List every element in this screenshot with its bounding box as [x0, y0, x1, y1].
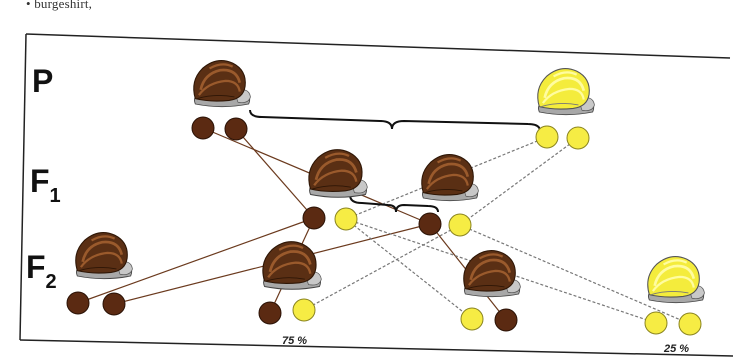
p-dark-allele-2	[224, 117, 248, 141]
frame-bottom-line	[19, 339, 733, 357]
snail-group	[74, 59, 706, 305]
line-f1l-to-f2-1a	[77, 217, 315, 304]
p-dark-snail-snail-dark-icon	[192, 59, 252, 109]
top-caption: • burgeshirt,	[26, 0, 93, 11]
f1-brace-path	[349, 194, 439, 213]
f2-dark-snail-3-snail-dark-icon	[462, 249, 522, 299]
p-light-allele-1	[535, 125, 559, 149]
line-f1r-to-f2-2	[303, 224, 461, 311]
generation-p-label: P	[32, 63, 53, 99]
generation-f1-main: F	[30, 163, 50, 199]
generation-f2-sub: 2	[46, 271, 57, 293]
generation-f2-main: F	[26, 249, 46, 285]
p-light-snail-snail-light-icon	[536, 67, 596, 117]
f1-cross-brace	[349, 194, 439, 213]
f2-3-allele-light	[460, 307, 484, 331]
line-pdark-to-f1left	[235, 128, 315, 219]
frame-left-line	[19, 33, 27, 341]
line-f1l-to-f2-3	[345, 218, 473, 320]
f1-left-snail-snail-dark-icon	[307, 148, 369, 199]
f1-right-allele-light	[448, 213, 472, 237]
f1-right-allele-dark	[418, 212, 442, 236]
f2-4-allele-light-a	[644, 311, 668, 335]
f2-2-allele-light	[292, 298, 316, 322]
generation-f2-label: F2	[26, 249, 57, 293]
line-f1l-to-f2-4a	[345, 218, 657, 324]
f1-left-allele-dark	[302, 206, 326, 230]
frame-top-line	[25, 33, 731, 59]
connection-lines	[77, 127, 691, 325]
f2-dark-snail-2-snail-dark-icon	[261, 240, 323, 291]
line-f1r-to-f2-4b	[459, 224, 691, 325]
generation-f1-sub: 1	[50, 185, 61, 207]
f2-4-allele-light-b	[678, 312, 702, 336]
page-frame	[19, 33, 733, 357]
generation-f1-label: F1	[30, 163, 61, 207]
f1-right-snail-snail-dark-icon	[420, 153, 480, 203]
p-light-allele-2	[566, 126, 590, 150]
allele-group	[66, 116, 702, 336]
f2-dark-snail-1-snail-dark-icon	[74, 231, 134, 281]
parent-cross-brace	[249, 109, 541, 132]
f2-light-snail-snail-light-icon	[646, 255, 706, 305]
percentage-dark-label: 75 %	[282, 335, 307, 347]
f1-left-allele-light	[334, 207, 358, 231]
f2-3-allele-dark	[494, 308, 518, 332]
percentage-light-label: 25 %	[663, 343, 689, 355]
p-brace-path	[249, 109, 541, 132]
f2-1-allele-dark-b	[102, 292, 126, 316]
f2-2-allele-dark	[258, 301, 282, 325]
line-plight-to-f1right	[459, 137, 579, 226]
f2-1-allele-dark-a	[66, 291, 90, 315]
p-dark-allele-1	[191, 116, 215, 140]
